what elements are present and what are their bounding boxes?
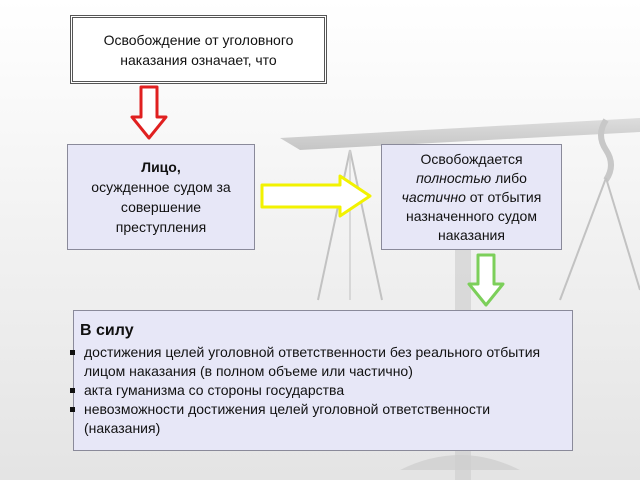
release-line-3-rest: от отбытия: [465, 188, 542, 205]
reasons-box: В силу достижения целей уголовной ответс…: [70, 310, 573, 451]
release-line-2-rest: либо: [491, 169, 527, 186]
release-line-2: полностью либо: [416, 169, 527, 188]
reason-text: акта гуманизма со стороны государства: [84, 382, 345, 398]
release-line-1: Освобождается: [420, 150, 523, 167]
definition-line-1: Освобождение от уголовного: [103, 31, 294, 48]
release-line-4: назначенного судом: [406, 207, 537, 224]
person-line-4: преступления: [115, 219, 207, 235]
bullet-icon: [70, 407, 75, 412]
reason-item: невозможности достижения целей уголовной…: [70, 400, 566, 438]
person-line-3: совершение: [120, 199, 202, 215]
reason-item: достижения целей уголовной ответственнос…: [70, 343, 566, 381]
definition-box: Освобождение от уголовного наказания озн…: [70, 15, 327, 84]
release-line-3: частично от отбытия: [402, 188, 542, 207]
person-line-2: осужденное судом за: [91, 179, 231, 195]
definition-line-2: наказания означает, что: [120, 51, 277, 68]
reason-item: акта гуманизма со стороны государства: [70, 381, 345, 400]
bullet-icon: [70, 388, 75, 393]
person-title: Лицо,: [141, 159, 181, 175]
reason-text: невозможности достижения целей уголовной…: [84, 401, 491, 436]
reasons-heading: В силу: [80, 322, 134, 339]
person-box: Лицо, осужденное судом за совершение пре…: [67, 144, 255, 250]
release-fully-text: полностью: [416, 169, 492, 186]
release-partially-text: частично: [401, 188, 466, 205]
release-line-5: наказания: [438, 226, 505, 243]
release-box: Освобождается полностью либо частично от…: [381, 144, 562, 250]
reason-text: достижения целей уголовной ответственнос…: [84, 344, 541, 379]
bullet-icon: [70, 350, 75, 355]
